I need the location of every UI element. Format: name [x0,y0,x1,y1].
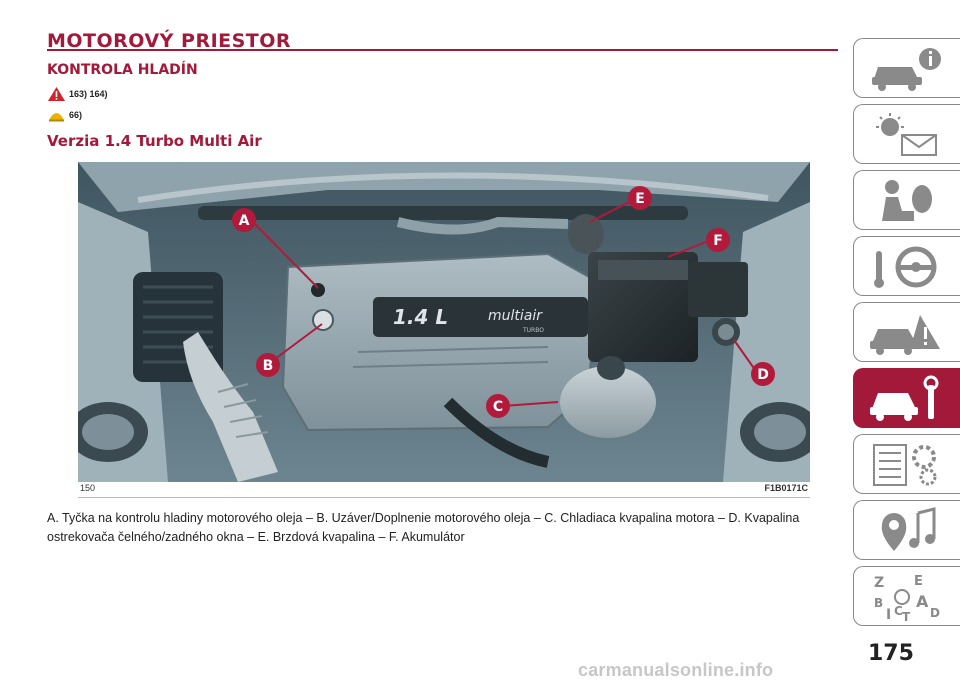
figure-number: 150 [80,483,96,493]
engine-bay-illustration: 1.4 L multiair TURBO [78,162,810,482]
warning-reference-text: 163) 164) [69,89,108,99]
tab-dashboard-info[interactable] [853,38,960,98]
engine-cover-brand: multiair [488,308,543,324]
svg-text:D: D [930,606,940,620]
tab-emergency[interactable] [853,302,960,362]
attention-reference-row: 66) [47,107,82,123]
engine-cover-sub: TURBO [522,327,544,334]
page-number: 175 [868,641,914,666]
light-mail-icon [876,113,937,156]
svg-text:B: B [874,596,883,610]
section-subtitle: KONTROLA HLADÍN [47,62,198,78]
tab-technical-data[interactable] [853,434,960,494]
callout-A: A [239,213,250,229]
watermark[interactable]: carmanualsonline.info [578,660,774,680]
car-info-icon [872,48,941,91]
svg-text:I: I [886,607,891,621]
callout-D: D [757,367,769,383]
svg-text:C: C [894,604,903,618]
callout-F: F [713,233,723,249]
tab-safety[interactable] [853,170,960,230]
list-gears-icon [873,444,937,486]
svg-text:E: E [914,574,923,589]
tab-maintenance[interactable] [853,368,960,428]
engine-cover-displacement: 1.4 L [393,305,448,329]
version-heading: Verzia 1.4 Turbo Multi Air [47,132,262,150]
svg-text:A: A [916,592,929,611]
title-divider [47,49,838,51]
music-location-icon [881,507,936,551]
tab-multimedia[interactable] [853,500,960,560]
callout-B: B [263,358,274,374]
page-title: MOTOROVÝ PRIESTOR [47,30,292,52]
tab-starting-driving[interactable] [853,236,960,296]
figure-code: F1B0171C [764,483,808,493]
warning-reference-row: 163) 164) [47,86,108,102]
callout-E: E [635,191,645,207]
steering-wheel-icon [874,246,937,288]
svg-text:Z: Z [874,575,884,591]
svg-text:T: T [902,610,911,621]
figure-caption: A. Tyčka na kontrolu hladiny motorového … [47,511,800,544]
tab-warning-lights[interactable] [853,104,960,164]
seat-airbag-icon [882,180,932,221]
callout-C: C [493,399,503,415]
red-warning-triangle-icon [48,87,65,101]
car-wrench-icon [870,375,939,421]
yellow-attention-icon [49,113,64,122]
figure-footer: 150 F1B0171C [78,482,810,498]
attention-reference-text: 66) [69,110,83,120]
car-crash-icon [870,315,940,355]
